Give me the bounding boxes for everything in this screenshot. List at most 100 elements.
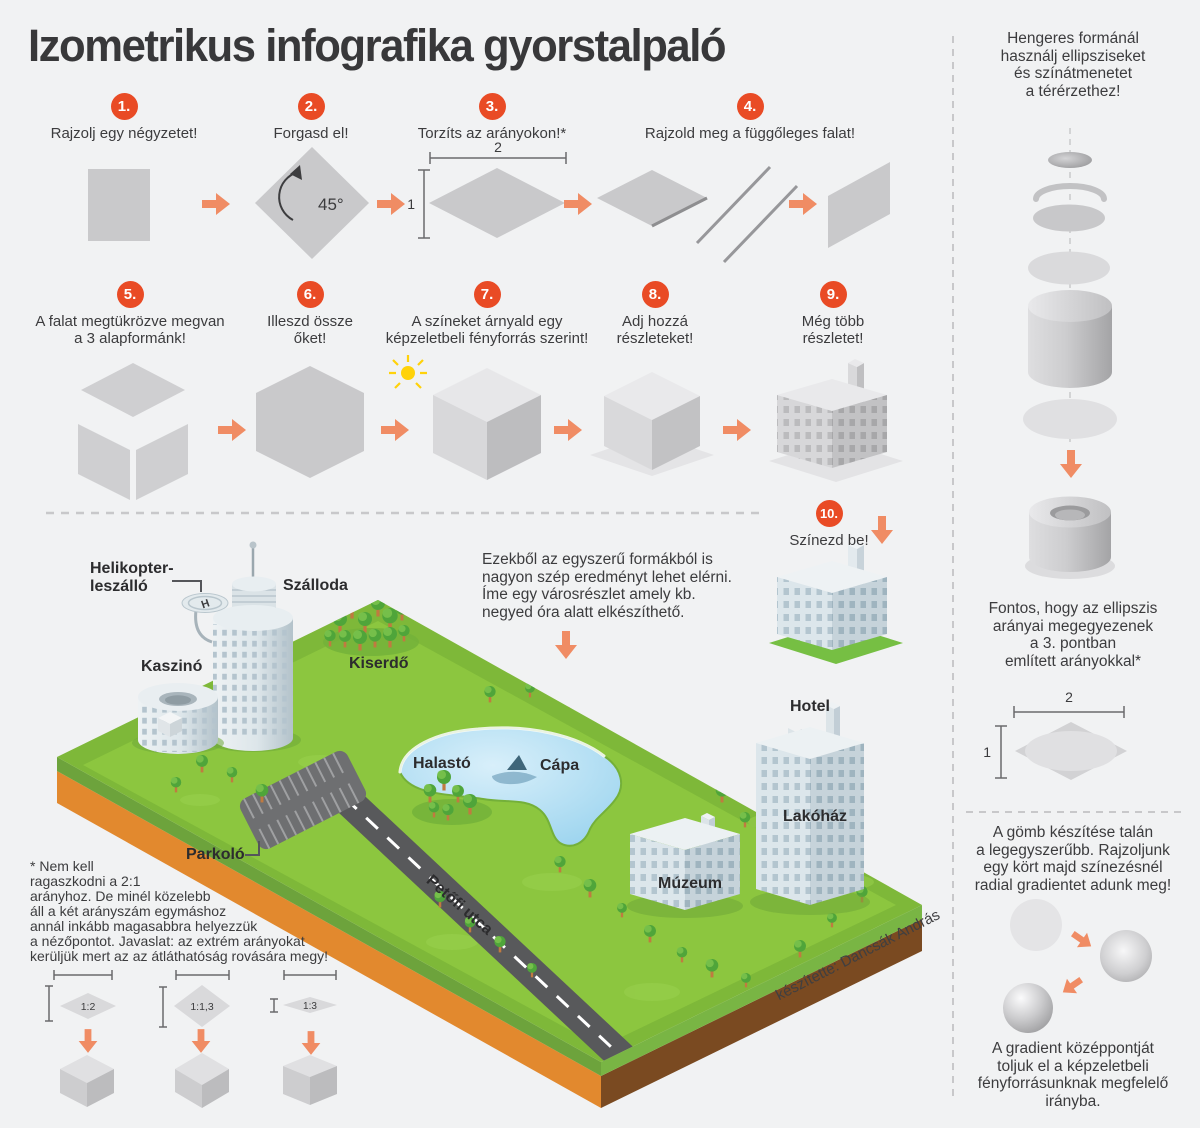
arrow-right-icon xyxy=(564,193,592,215)
step-2-badge: 2. xyxy=(297,93,325,120)
step-6-label: Illeszd össze őket! xyxy=(267,313,353,348)
helipad: H xyxy=(181,593,229,644)
measure-brackets xyxy=(418,152,567,239)
arrow-right-icon xyxy=(218,419,246,441)
arrow-down-icon xyxy=(191,1029,211,1053)
label-halasto: Halastó xyxy=(413,755,471,772)
sidebar-sphere-note: A gömb készítése talán a legegyszerűbb. … xyxy=(974,824,1172,894)
step6-cube-silhouette xyxy=(256,366,364,478)
arrow-diagonal-icon xyxy=(1067,926,1097,954)
grass-edge-left xyxy=(57,757,601,1076)
ratio-cube-1 xyxy=(60,1055,114,1107)
step-9: 9. Még több részletet! xyxy=(763,281,903,348)
label-lakohaz: Lakóház xyxy=(783,808,848,825)
height-annotation: 1 xyxy=(407,196,415,212)
page-title: Izometrikus infografika gyorstalpaló xyxy=(28,20,727,71)
footnote-text: * Nem kell ragaszkodni a 2:1 arányhoz. D… xyxy=(30,858,329,964)
leader-lines xyxy=(172,580,260,856)
shark-icon xyxy=(492,755,537,785)
building-lakohaz xyxy=(750,702,870,915)
city-intro-text: Ezekből az egyszerű formákból is nagyon … xyxy=(482,551,732,621)
angle-annotation: 45° xyxy=(318,195,344,214)
small-cube xyxy=(158,712,182,737)
building-szalloda-tower: H xyxy=(181,541,301,752)
ratio-brackets xyxy=(45,970,337,1028)
step-6: 6. Illeszd össze őket! xyxy=(240,281,380,348)
arrow-down-icon xyxy=(301,1031,321,1055)
dashed-dividers xyxy=(46,36,1182,1098)
step-3-badge: 3. xyxy=(478,93,506,120)
sphere-figures xyxy=(1003,899,1152,1033)
step-8-badge: 8. xyxy=(641,281,669,308)
arrow-down-icon xyxy=(78,1029,98,1053)
sphere-centered-gradient xyxy=(1100,930,1152,982)
step9-detailed-building xyxy=(769,359,903,482)
step3-squashed-diamond xyxy=(418,152,567,239)
building-muzeum xyxy=(627,813,743,918)
step10-colored-building xyxy=(769,541,903,664)
ratio-label-2: 1:1,3 xyxy=(190,1001,214,1013)
ratio-label-1: 1:2 xyxy=(81,1001,96,1013)
step-9-label: Még több részletet! xyxy=(801,313,865,348)
pond-halasto xyxy=(398,726,623,847)
parking-lot xyxy=(239,750,367,850)
label-kiserdo: Kiserdő xyxy=(349,655,409,672)
step-7-badge: 7. xyxy=(473,281,501,308)
label-heliport: Helikopter- leszálló xyxy=(90,560,174,595)
ratio-cube-2 xyxy=(175,1053,229,1108)
soil-right-face xyxy=(601,919,922,1108)
step-9-badge: 9. xyxy=(819,281,847,308)
step4-wall-construction xyxy=(597,162,890,264)
step-10: 10. Színezd be! xyxy=(759,500,899,549)
step-6-badge: 6. xyxy=(296,281,324,308)
step5-exploded-cube xyxy=(78,363,188,500)
step-5-label: A falat megtükrözve megvan a 3 alapformá… xyxy=(35,313,225,348)
step-10-badge: 10. xyxy=(815,500,843,527)
step-2: 2. Forgasd el! xyxy=(211,93,411,142)
arrow-right-icon xyxy=(789,193,817,215)
step-5: 5. A falat megtükrözve megvan a 3 alapfo… xyxy=(20,281,240,348)
label-muzeum: Múzeum xyxy=(658,875,722,892)
step-5-badge: 5. xyxy=(116,281,144,308)
step-4-label: Rajzold meg a függőleges falat! xyxy=(644,125,856,142)
step-3-label: Torzíts az arányokon!* xyxy=(417,125,567,142)
step-4: 4. Rajzold meg a függőleges falat! xyxy=(630,93,870,142)
step-10-label: Színezd be! xyxy=(789,532,869,549)
flat-circle xyxy=(1010,899,1062,951)
step-3: 3. Torzíts az arányokon!* xyxy=(392,93,592,142)
width-annotation: 2 xyxy=(494,139,502,155)
arrow-right-icon xyxy=(554,419,582,441)
soil-left-face xyxy=(57,771,601,1108)
sidebar-height-annotation: 1 xyxy=(983,744,991,760)
step-2-label: Forgasd el! xyxy=(273,125,349,142)
step1-square xyxy=(88,169,150,241)
arrow-down-icon xyxy=(1060,450,1082,478)
ellipse-proportion-figure xyxy=(995,706,1127,780)
arrow-down-icon xyxy=(555,631,577,659)
label-hotel: Hotel xyxy=(790,698,830,715)
arrow-diagonal-icon xyxy=(1057,972,1087,1000)
sphere-offset-gradient xyxy=(1003,983,1053,1033)
sidebar-cylinder-note: Hengeres formánál használj ellipsziseket… xyxy=(1000,30,1146,100)
arrow-right-icon xyxy=(381,419,409,441)
step-8-label: Adj hozzá részleteket! xyxy=(616,313,694,348)
sidebar-ellipse-note: Fontos, hogy az ellipszis arányai megegy… xyxy=(988,600,1158,670)
cylinder-exploded xyxy=(1023,128,1117,447)
arrow-right-icon xyxy=(723,419,751,441)
ratio-label-3: 1:3 xyxy=(303,1001,317,1012)
rotate-arrowhead-icon xyxy=(290,165,302,180)
ratio-examples: 1:2 1:1,3 1:3 xyxy=(45,970,337,1108)
antenna-icon xyxy=(249,541,257,549)
step-1: 1. Rajzolj egy négyzetet! xyxy=(24,93,224,142)
step-7: 7. A színeket árnyald egy képzeletbeli f… xyxy=(377,281,597,348)
step2-rotated-diamond xyxy=(255,147,369,259)
step-4-badge: 4. xyxy=(736,93,764,120)
grass-edge-right xyxy=(601,905,922,1076)
step-1-label: Rajzolj egy négyzetet! xyxy=(50,125,198,142)
label-szalloda: Szálloda xyxy=(283,577,348,594)
sun-icon xyxy=(389,355,427,389)
step-1-badge: 1. xyxy=(110,93,138,120)
helipad-h-mark: H xyxy=(200,597,211,611)
sidebar-width-annotation: 2 xyxy=(1065,689,1073,705)
